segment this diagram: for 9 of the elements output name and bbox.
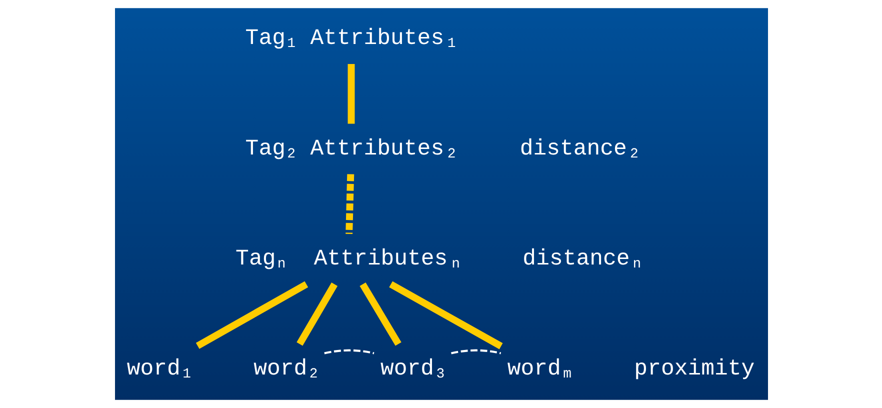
connector — [347, 64, 354, 124]
connector — [324, 349, 374, 354]
connector — [195, 281, 308, 349]
connector — [450, 349, 501, 354]
connector — [359, 282, 401, 346]
connector — [345, 174, 354, 234]
connector — [296, 282, 338, 346]
label: proximity — [634, 355, 754, 382]
connector — [388, 281, 502, 350]
